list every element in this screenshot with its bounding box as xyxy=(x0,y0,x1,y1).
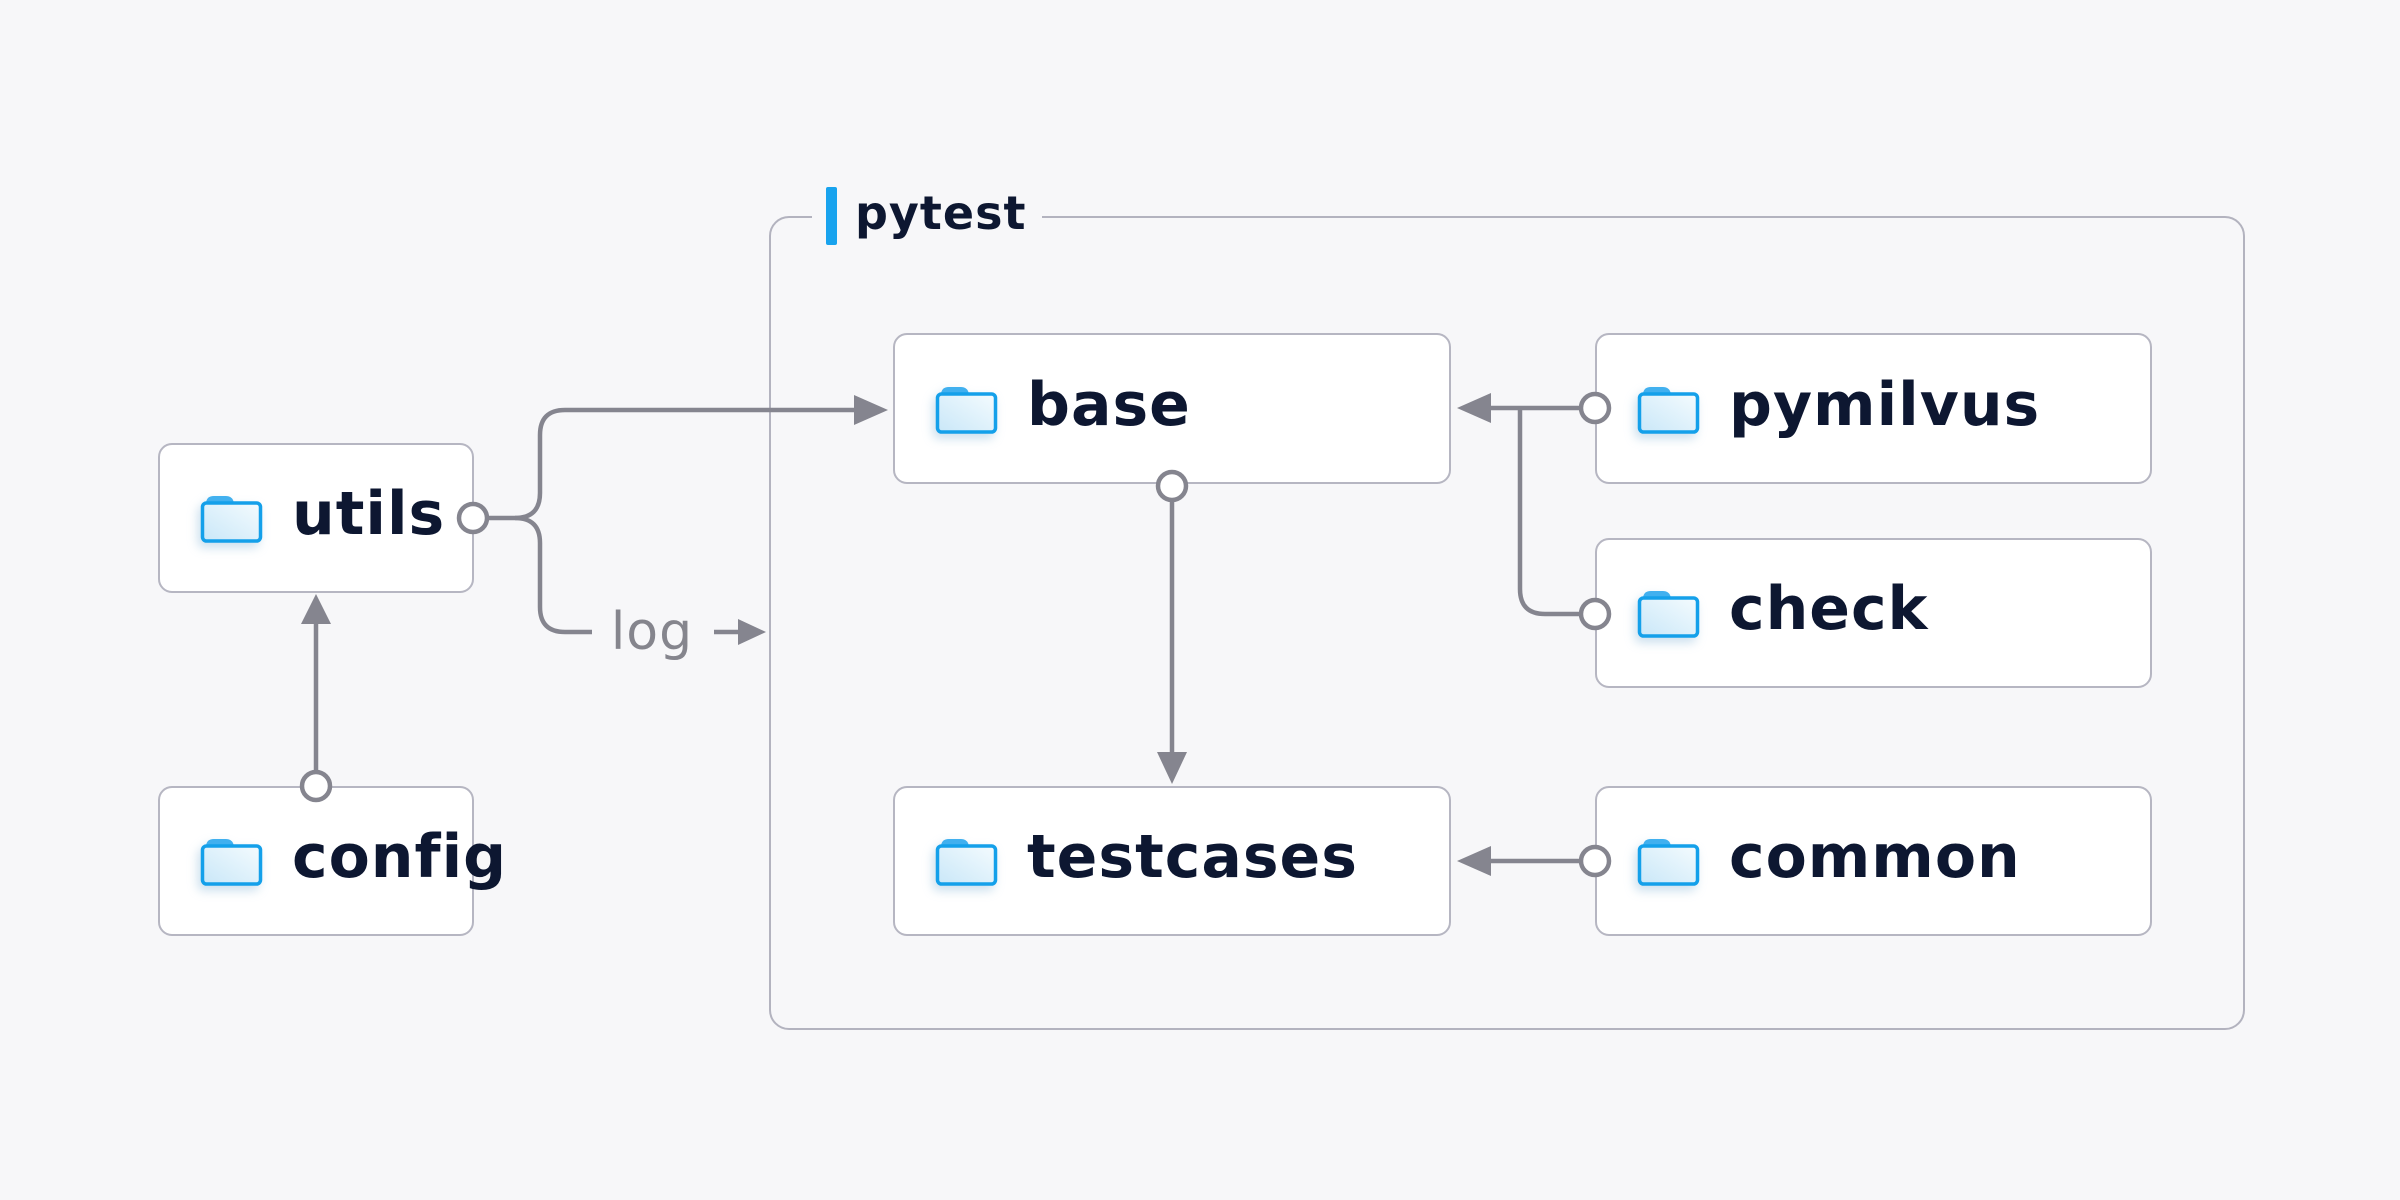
node-pymilvus: pymilvus xyxy=(1595,333,2152,484)
edge-utils-log xyxy=(514,515,592,635)
folder-icon xyxy=(1637,386,1700,434)
pytest-container-label: pytest xyxy=(812,186,1043,245)
arrowhead-right-log xyxy=(738,619,766,645)
node-common: common xyxy=(1595,786,2152,936)
node-check: check xyxy=(1595,538,2152,688)
node-testcases: testcases xyxy=(893,786,1451,936)
node-utils: utils xyxy=(158,443,474,593)
edge-label-log: log xyxy=(610,602,694,662)
node-label: config xyxy=(292,822,508,892)
folder-icon xyxy=(1637,839,1700,886)
container-title: pytest xyxy=(855,186,1027,240)
folder-icon xyxy=(935,839,998,886)
node-base: base xyxy=(893,333,1451,484)
pytest-container xyxy=(769,216,2245,1030)
node-label: check xyxy=(1729,574,1929,644)
folder-icon xyxy=(200,496,263,543)
node-label: base xyxy=(1027,369,1191,440)
node-config: config xyxy=(158,786,506,936)
folder-icon xyxy=(935,386,998,434)
accent-bar xyxy=(826,187,837,245)
folder-icon xyxy=(200,839,263,886)
node-label: common xyxy=(1729,822,2021,892)
node-label: pymilvus xyxy=(1729,369,2041,440)
node-label: utils xyxy=(292,479,446,549)
node-label: testcases xyxy=(1027,822,1358,892)
arrowhead-up-into-utils xyxy=(301,594,331,624)
folder-icon xyxy=(1637,591,1700,638)
